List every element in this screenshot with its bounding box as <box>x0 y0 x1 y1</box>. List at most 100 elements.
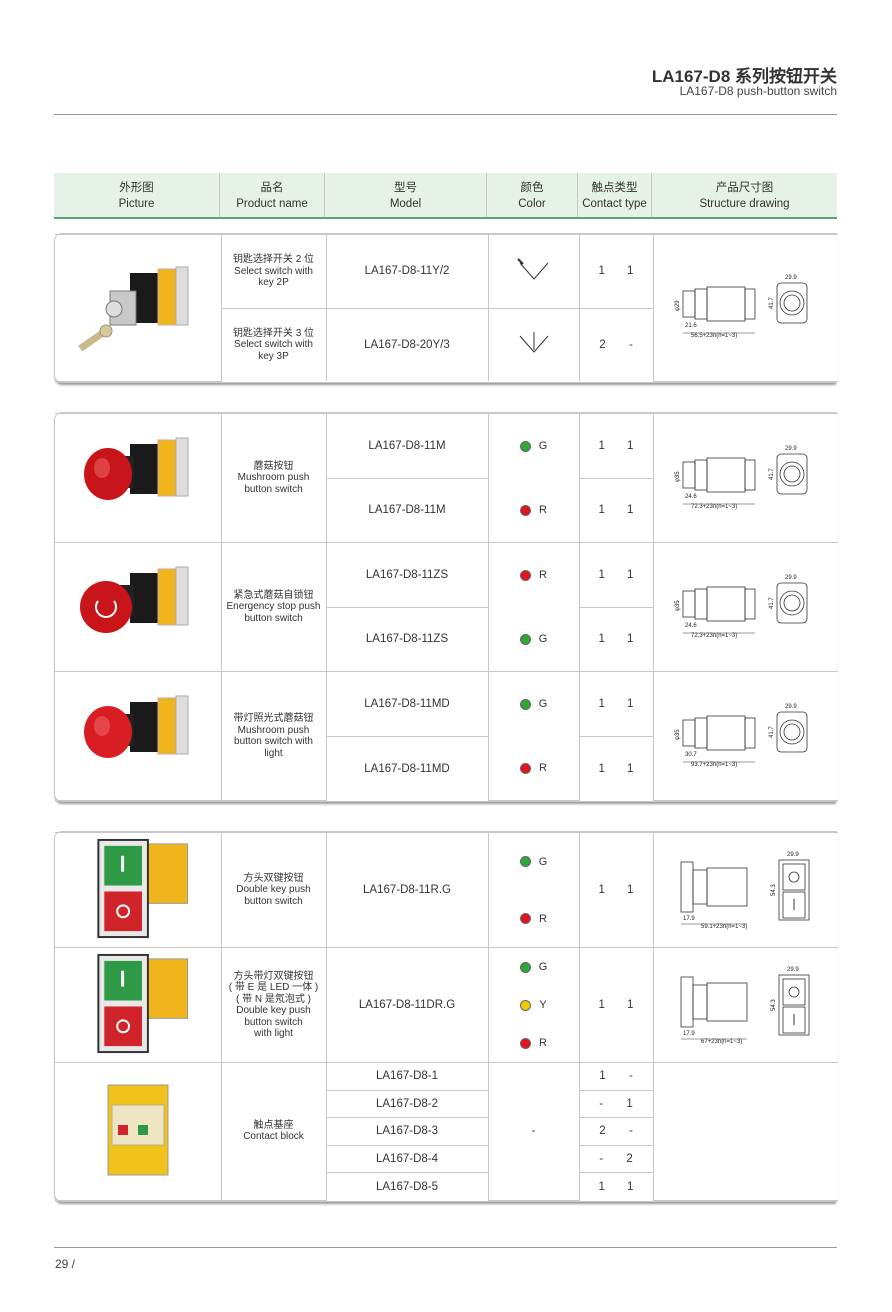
color-code: G <box>538 698 548 710</box>
double-key-image <box>97 838 188 939</box>
product-picture <box>55 234 222 382</box>
contact-count: - <box>599 1153 604 1166</box>
col-label-zh: 产品尺寸图 <box>715 182 774 194</box>
green-dot-icon <box>519 856 531 867</box>
color-code: R <box>539 912 547 925</box>
color-cell <box>487 234 580 309</box>
product-name-line: 带灯照光式蘑菇钮 <box>233 713 314 724</box>
col-label-zh: 品名 <box>260 182 284 194</box>
contact-count: 1 <box>598 999 605 1011</box>
contact-type: 2- <box>578 307 653 381</box>
model-number: LA167-D8-11Y/2 <box>325 234 489 309</box>
product-picture <box>55 947 222 1063</box>
contact-count: 1 <box>627 884 634 896</box>
model-number: LA167-D8-11ZS <box>325 542 489 608</box>
color-code: G <box>538 633 548 645</box>
product-picture <box>55 671 222 801</box>
color-option-r: R <box>520 1037 547 1049</box>
color-option-g: G <box>519 855 548 868</box>
contact-values: 2- <box>580 339 653 351</box>
dim-width: 29.9 <box>785 575 797 581</box>
dim-diameter: φ29 <box>675 300 681 311</box>
color-code: R <box>539 569 547 581</box>
red-dot-icon <box>520 569 532 581</box>
contact-count: 1 <box>598 568 605 581</box>
product-name-line: 钥匙选择开关 2 位 <box>232 254 315 265</box>
contact-values: -1 <box>580 1098 653 1110</box>
product-name-line: light <box>264 747 283 759</box>
dim-front: 17.9 <box>683 1031 695 1037</box>
contact-values: -2 <box>580 1153 653 1165</box>
structure-drawing: 17.959.1+23n(n=1~3)54.329.9 <box>680 852 810 930</box>
contact-count: - <box>628 338 633 351</box>
product-name-line: 钥匙选择开关 3 位 <box>232 327 315 339</box>
product-picture <box>55 413 222 543</box>
contact-count: 1 <box>598 762 605 775</box>
table-row: 方头带灯双键按钮( 带 E 是 LED 一体 )( 带 N 是氖泡式 )Doub… <box>55 947 838 1063</box>
green-dot-icon <box>519 633 531 645</box>
key-select-switch-image <box>77 266 189 352</box>
contact-type: 2- <box>578 1117 653 1146</box>
model-number: LA167-D8-11M <box>325 413 489 479</box>
col-product-name: 品名 Product name <box>220 173 325 217</box>
contact-count: 2 <box>626 1153 633 1166</box>
col-label-zh: 颜色 <box>520 182 544 194</box>
product-name-line: Select switch with <box>234 265 313 277</box>
contact-values: 2- <box>580 1125 653 1137</box>
product-name-line: 紧急式蘑菇自锁钮 <box>233 589 314 601</box>
product-name-line: key 3P <box>258 350 289 362</box>
color-code: G <box>538 855 548 868</box>
color-option-r: R <box>520 762 547 774</box>
page-subtitle: LA167-D8 push-button switch <box>679 84 837 98</box>
color-code: G <box>538 961 548 973</box>
structure-drawing-cell <box>652 1062 838 1201</box>
dim-front: 17.9 <box>683 916 695 922</box>
dim-front: 24.6 <box>685 494 697 500</box>
product-picture <box>55 542 222 672</box>
product-name-line: Energency stop push <box>226 601 321 613</box>
model-number: LA167-D8-4 <box>326 1144 489 1174</box>
dim-height: 41.7 <box>769 297 775 309</box>
contact-count: - <box>628 1125 633 1138</box>
product-name-line: Select switch with <box>234 339 313 350</box>
dim-length: 72.3+23n(n=1~3) <box>691 504 737 510</box>
col-label-en: Color <box>518 198 546 210</box>
col-label-en: Product name <box>236 198 308 210</box>
contact-count: 1 <box>598 633 605 646</box>
dim-width: 29.9 <box>785 446 797 452</box>
contact-block-image <box>107 1084 169 1176</box>
color-option-g: G <box>519 698 548 710</box>
contact-count: 1 <box>627 999 634 1011</box>
green-dot-icon <box>519 440 531 452</box>
two-position-icon <box>516 258 548 280</box>
contact-count: 2 <box>599 1125 606 1138</box>
contact-type: -1 <box>578 1089 653 1119</box>
red-dot-icon <box>520 762 532 774</box>
dim-height: 54.3 <box>771 998 777 1010</box>
product-name-line: Mushroom push <box>237 724 310 736</box>
